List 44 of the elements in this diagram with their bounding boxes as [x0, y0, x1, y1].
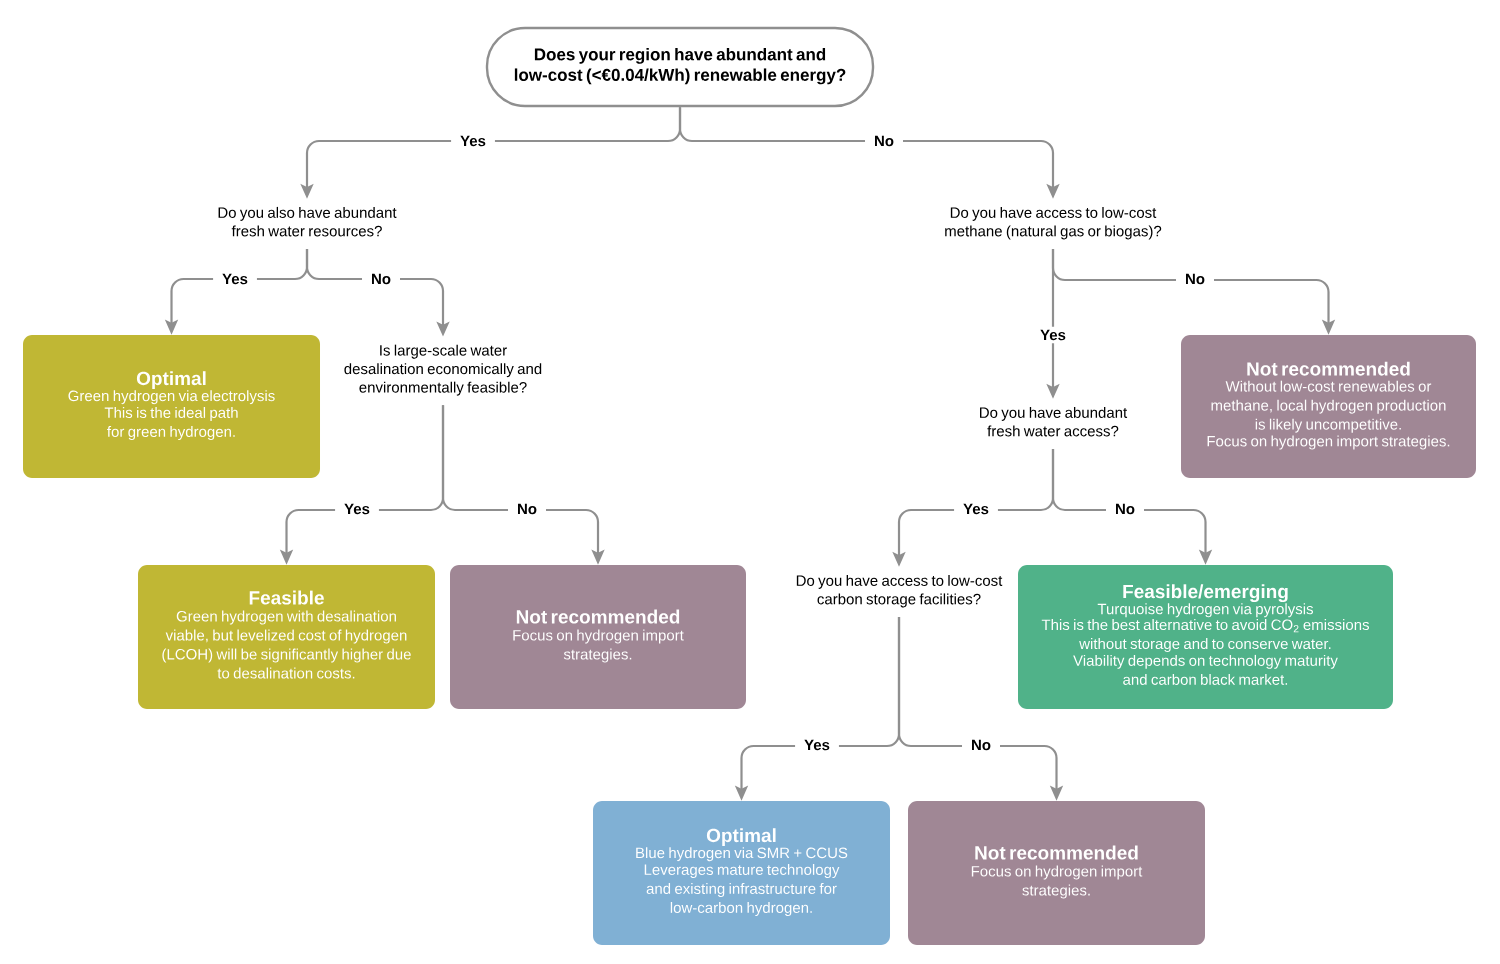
result-text: This is the best alternative to avoid CO$_{2}$ emissions without storage and to conserve water. — [1041, 619, 1369, 653]
result-heading: Not recommended — [516, 609, 680, 624]
question-box: Does your region have abundant and low-cost (<€0.04/kWh) renewable energy? — [485, 26, 875, 108]
edge-label: Yes — [795, 736, 839, 754]
question-text: Do you have abundant fresh water access? — [980, 406, 1128, 437]
edge-label: No — [362, 270, 400, 288]
question-text: Do you have access to low-cost methane (natural gas or biogas)? — [945, 206, 1162, 240]
result-text: Leverages mature technology and existing infrastructure for low-carbon hydrogen. — [644, 864, 840, 916]
edge-label: No — [508, 500, 546, 518]
result-box — [593, 801, 890, 945]
edge-label: Yes — [1031, 326, 1075, 344]
result-text: This is the ideal path for green hydrogen. — [104, 407, 238, 440]
edge-label: Yes — [213, 270, 257, 288]
edge-label: Yes — [335, 500, 379, 518]
result-heading: Feasible/emerging — [1123, 584, 1288, 603]
question-text: Is large-scale water desalination economically and environmentally feasible? — [344, 344, 542, 396]
edge-label: Yes — [954, 500, 998, 518]
edge-label: No — [865, 132, 903, 150]
result-box — [1181, 335, 1476, 478]
result-text: Viability depends on technology maturity and carbon black market. — [1073, 654, 1338, 685]
result-box — [1018, 565, 1393, 709]
result-heading: Not recommended — [975, 845, 1138, 860]
result-text: Turquoise hydrogen via pyrolysis — [1097, 603, 1313, 618]
result-box — [450, 565, 746, 709]
result-text: Green hydrogen via electrolysis — [68, 390, 275, 405]
result-text: Focus on hydrogen import strategies. — [1207, 435, 1450, 450]
result-box — [908, 801, 1205, 945]
result-box — [138, 565, 435, 709]
edge-label: Yes — [451, 132, 495, 150]
result-text: Without low-cost renewables or methane, local hydrogen production is likely uncompetitive. — [1211, 380, 1446, 433]
result-box — [23, 335, 320, 478]
edge-label: No — [1176, 270, 1214, 288]
result-text: Green hydrogen with desalination viable, but levelized cost of hydrogen (LCOH) will be significantly higher due to desalination costs. — [162, 610, 411, 679]
result-text: Focus on hydrogen import strategies. — [513, 629, 684, 663]
result-text: Focus on hydrogen import strategies. — [971, 865, 1143, 899]
question-text: Do you have access to low-cost carbon storage facilities? — [796, 574, 1003, 608]
edge-label: No — [962, 736, 1000, 754]
result-heading: Not recommended — [1247, 361, 1410, 376]
question-text: Do you also have abundant fresh water resources? — [218, 206, 397, 237]
edge-label: No — [1106, 500, 1144, 518]
result-text: Blue hydrogen via SMR + CCUS — [636, 847, 848, 862]
result-heading: Feasible — [249, 590, 324, 605]
result-heading: Optimal — [136, 371, 206, 389]
result-heading: Optimal — [706, 828, 776, 846]
